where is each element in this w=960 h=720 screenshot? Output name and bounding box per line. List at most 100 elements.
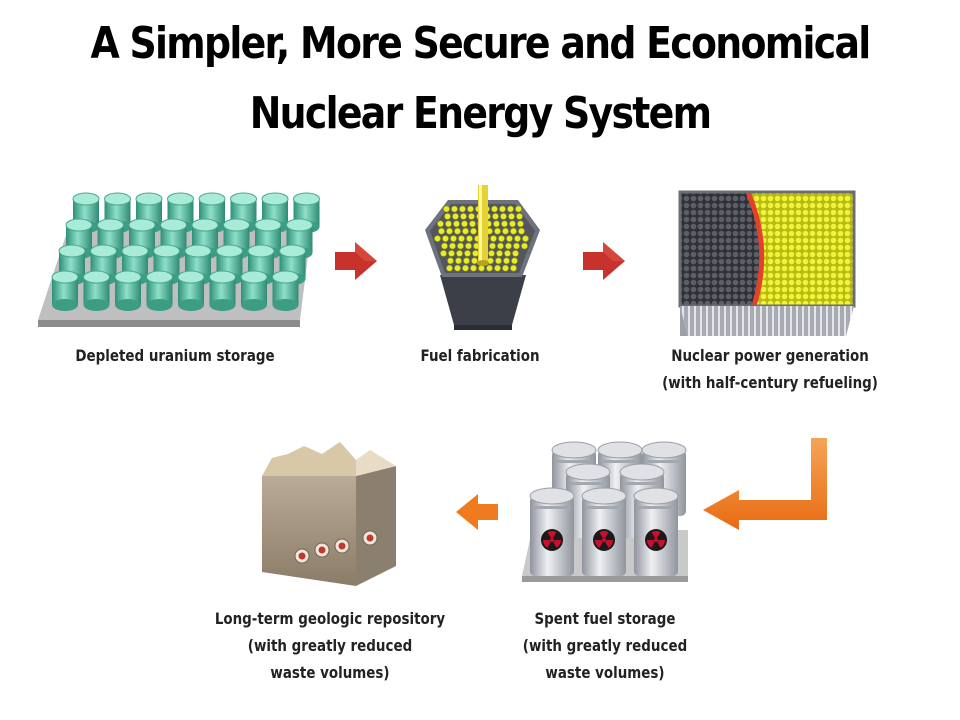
borehole — [334, 538, 350, 554]
fuel-pin — [496, 250, 503, 257]
fuel-pin — [508, 212, 515, 220]
uranium-cylinder — [209, 270, 236, 311]
fuel-pin — [440, 250, 447, 257]
fuel-pin — [470, 227, 477, 235]
fuel-pin — [503, 257, 510, 265]
uranium-cylinder — [114, 270, 142, 311]
canister — [633, 487, 679, 576]
fuel-assembly-illustration — [425, 185, 540, 330]
fuel-pin — [497, 242, 504, 250]
uranium-cylinder — [83, 270, 110, 311]
fuel-pin — [470, 264, 477, 272]
fuel-pin — [521, 242, 528, 250]
fuel-pin — [454, 227, 461, 235]
fuel-pin — [500, 212, 507, 220]
fuel-pin — [495, 257, 502, 265]
borehole — [314, 542, 330, 558]
fuel-pin — [486, 264, 493, 272]
fuel-pin — [488, 250, 495, 257]
fuel-pin — [449, 242, 456, 250]
flow-arrow-down-left-icon — [703, 438, 827, 530]
uranium-cylinder — [247, 244, 275, 285]
fuel-pin — [472, 250, 479, 257]
fuel-pin — [498, 235, 505, 242]
flow-arrow-2-icon — [583, 242, 625, 280]
caption-fuel-fabrication: Fuel fabrication — [400, 342, 560, 369]
geologic-repository-illustration — [262, 442, 396, 586]
radiation-trefoil-icon — [541, 529, 563, 551]
fuel-pin — [492, 212, 499, 220]
canister — [529, 487, 575, 576]
uranium-cylinder — [160, 218, 187, 259]
fuel-pin — [501, 220, 508, 228]
fuel-pin — [513, 242, 520, 250]
fuel-pin — [504, 250, 511, 257]
fuel-pin — [465, 242, 472, 250]
caption-line: Depleted uranium storage — [75, 346, 275, 365]
caption-line: waste volumes) — [545, 663, 665, 682]
uranium-cylinder — [51, 270, 79, 311]
uranium-cylinder — [146, 270, 173, 311]
fuel-pin — [444, 212, 451, 220]
fuel-pin — [509, 220, 516, 228]
fuel-pin — [464, 250, 471, 257]
caption-line: Nuclear power generation — [671, 346, 869, 365]
fuel-pin — [522, 235, 529, 242]
fuel-pin — [510, 264, 517, 272]
fuel-pin — [437, 220, 444, 228]
fuel-pin — [446, 264, 453, 272]
fuel-pin — [446, 227, 453, 235]
fuel-pin — [478, 264, 485, 272]
caption-line: Spent fuel storage — [534, 609, 676, 628]
spent-fuel-canisters — [529, 441, 687, 576]
caption-depleted-uranium-storage: Depleted uranium storage — [53, 342, 297, 369]
fuel-pin — [457, 242, 464, 250]
fuel-pin — [451, 205, 458, 213]
fuel-pin — [438, 227, 445, 235]
caption-line: (with half-century refueling) — [662, 373, 878, 392]
fuel-pin — [502, 264, 509, 272]
fuel-pin — [459, 205, 466, 213]
fuel-pin — [447, 257, 454, 265]
fuel-pin — [499, 205, 506, 213]
caption-geologic-repository: Long-term geologic repository(with great… — [200, 605, 460, 686]
fuel-pin — [494, 227, 501, 235]
fuel-pin — [445, 220, 452, 228]
fuel-pin — [514, 235, 521, 242]
radiation-trefoil-icon — [645, 529, 667, 551]
caption-nuclear-power-generation: Nuclear power generation (with half-centu… — [646, 342, 895, 396]
fuel-pin — [506, 235, 513, 242]
caption-line: (with greatly reduced — [247, 636, 413, 655]
fuel-pin — [467, 205, 474, 213]
uranium-cylinder — [177, 270, 205, 311]
fuel-pin — [517, 220, 524, 228]
fuel-pin — [442, 235, 449, 242]
caption-line: Fuel fabrication — [420, 346, 540, 365]
fuel-pin — [441, 242, 448, 250]
fuel-pin — [493, 220, 500, 228]
borehole — [362, 530, 378, 546]
fuel-pin — [462, 227, 469, 235]
fuel-pin — [516, 212, 523, 220]
fuel-pin — [454, 264, 461, 272]
fuel-pin — [466, 235, 473, 242]
flow-arrow-left-icon — [456, 494, 498, 530]
spent-fuel-canisters-illustration — [522, 441, 688, 582]
fuel-pin — [456, 250, 463, 257]
radiation-trefoil-icon — [593, 529, 615, 551]
fuel-pin — [518, 227, 525, 235]
fuel-pin — [462, 264, 469, 272]
fuel-pin — [458, 235, 465, 242]
fuel-pin — [463, 257, 470, 265]
flow-arrow-1-icon — [335, 242, 377, 280]
fuel-pin — [468, 212, 475, 220]
caption-line: waste volumes) — [270, 663, 390, 682]
fuel-pin — [507, 205, 514, 213]
uranium-cylinder — [240, 270, 268, 311]
fuel-pin — [511, 257, 518, 265]
fuel-pin — [471, 257, 478, 265]
fuel-pin — [512, 250, 519, 257]
fuel-pin — [452, 212, 459, 220]
uranium-cylinder — [272, 270, 299, 311]
